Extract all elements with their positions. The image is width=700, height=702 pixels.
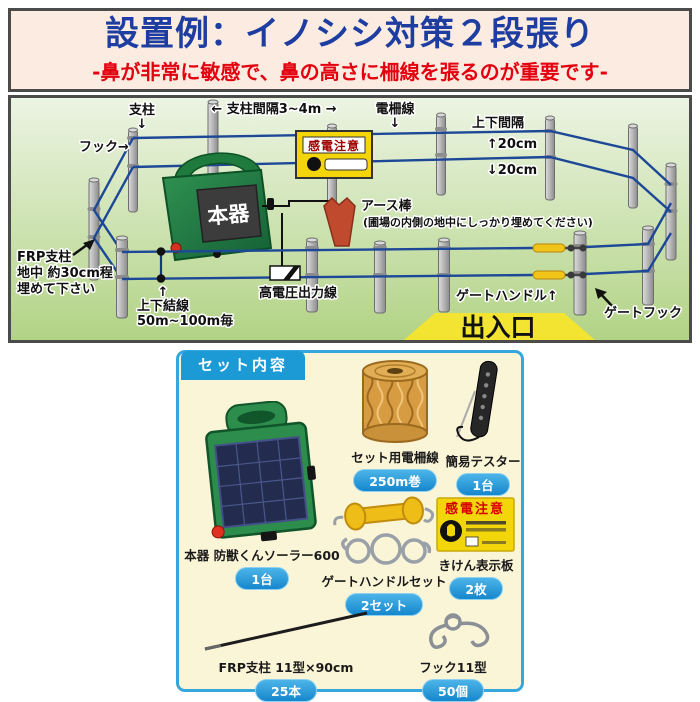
- label-frp-1: FRP支柱: [17, 249, 71, 265]
- label-earth-note: (圃場の内側の地中にしっかり埋めてください): [363, 215, 593, 229]
- label-hook: フック→: [79, 140, 129, 155]
- diagram-warning-sign: 感電注意: [295, 130, 373, 179]
- label-wire-arrow: ↓: [390, 116, 401, 131]
- energizer-device: 本器: [161, 152, 274, 262]
- label-post-arrow: ↓: [137, 117, 148, 132]
- danger-sign-image: 感電注意: [436, 497, 515, 552]
- label-frp-2: 地中 約30cm程: [17, 265, 113, 281]
- gate-assembly: [532, 243, 587, 280]
- item-name: セット用電柵線: [351, 450, 439, 465]
- set-item-energizer: 本器 防獣くんソーラー600 1台: [179, 401, 345, 590]
- gate-handle-upper: [532, 243, 566, 253]
- item-qty-badge: 25本: [255, 679, 317, 702]
- label-hv-output: 高電圧出力線: [259, 285, 338, 301]
- tester-image: [456, 360, 498, 442]
- header-banner: 設置例：イノシシ対策２段張り -鼻が非常に敏感で、鼻の高さに柵線を張るのが重要で…: [8, 8, 692, 92]
- set-item-hook: フック11型 50個: [401, 609, 505, 702]
- device-label: 本器: [206, 201, 251, 229]
- label-gap-title: 上下間隔: [472, 115, 524, 131]
- set-item-wire: セット用電柵線 250m巻: [349, 359, 441, 492]
- danger-sign-text: 感電注意: [445, 501, 505, 517]
- solar-unit-image: [205, 401, 317, 542]
- label-gap-down: ↓20cm: [487, 163, 537, 178]
- item-qty-badge: 50個: [422, 679, 484, 702]
- fence-posts-front: [116, 225, 654, 319]
- item-qty-badge: 1台: [456, 473, 510, 496]
- set-contents-panel: セット内容 本器 防獣くんソーラー600 1台: [176, 350, 524, 702]
- item-qty-badge: 2セット: [344, 593, 424, 616]
- pointer-arrows: [72, 239, 613, 307]
- wire-junction: [156, 247, 166, 283]
- set-item-frp-pole: FRP支柱 11型×90cm 25本: [191, 607, 381, 702]
- label-joint-2: 50m~100m毎: [137, 313, 233, 329]
- label-frp-3: 埋めて下さい: [17, 281, 95, 297]
- set-item-tester: 簡易テスター 1台: [443, 357, 523, 496]
- hv-connector: [269, 265, 301, 281]
- label-spacing: ← 支柱間隔3~4m →: [211, 101, 336, 117]
- label-earth-rod: アース棒: [361, 198, 413, 214]
- installation-diagram: 感電注意 本器: [8, 95, 692, 343]
- warning-sign-text: 感電注意: [308, 138, 360, 153]
- fence-wires-front: [121, 202, 673, 281]
- entrance-mat: [404, 313, 595, 340]
- item-name: ゲートハンドルセット: [321, 574, 447, 589]
- page-title: 設置例：イノシシ対策２段張り: [105, 14, 595, 54]
- label-wire: 電柵線: [375, 101, 415, 117]
- label-gate-handle: ゲートハンドル↑: [456, 288, 558, 304]
- set-contents-tab: セット内容: [181, 351, 305, 380]
- label-entrance: 出入口: [460, 313, 535, 340]
- label-joint-arrow: ↑: [158, 285, 169, 300]
- earth-rod: [323, 196, 356, 247]
- hook-image: [429, 613, 490, 649]
- page-subtitle: -鼻が非常に敏感で、鼻の高さに柵線を張るのが重要です-: [92, 60, 608, 85]
- item-name: 簡易テスター: [445, 454, 521, 469]
- item-name: フック11型: [419, 660, 487, 675]
- fence-diagram-svg: 感電注意 本器: [16, 99, 684, 340]
- gate-handle-lower: [532, 270, 566, 280]
- set-item-gate-handle: ゲートハンドルセット 2セット: [322, 491, 447, 616]
- label-gate-hook: ゲートフック: [604, 305, 682, 321]
- frp-pole-image: [204, 611, 367, 651]
- item-qty-badge: 2枚: [449, 577, 503, 600]
- label-gap-up: ↑20cm: [487, 137, 537, 152]
- item-name: きけん表示板: [438, 558, 514, 573]
- item-name: FRP支柱 11型×90cm: [218, 660, 354, 675]
- gate-handle-image: [333, 496, 435, 565]
- item-qty-badge: 250m巻: [353, 469, 437, 492]
- item-name: 本器 防獣くんソーラー600: [184, 548, 340, 563]
- item-qty-badge: 1台: [235, 567, 289, 590]
- wire-spool-image: [362, 360, 428, 443]
- set-item-danger-sign: 感電注意 きけん表示板 2枚: [433, 497, 519, 600]
- label-post: 支柱: [128, 102, 155, 118]
- label-joint-1: 上下結線: [137, 298, 190, 314]
- earth-rod-and-cables: [262, 196, 356, 268]
